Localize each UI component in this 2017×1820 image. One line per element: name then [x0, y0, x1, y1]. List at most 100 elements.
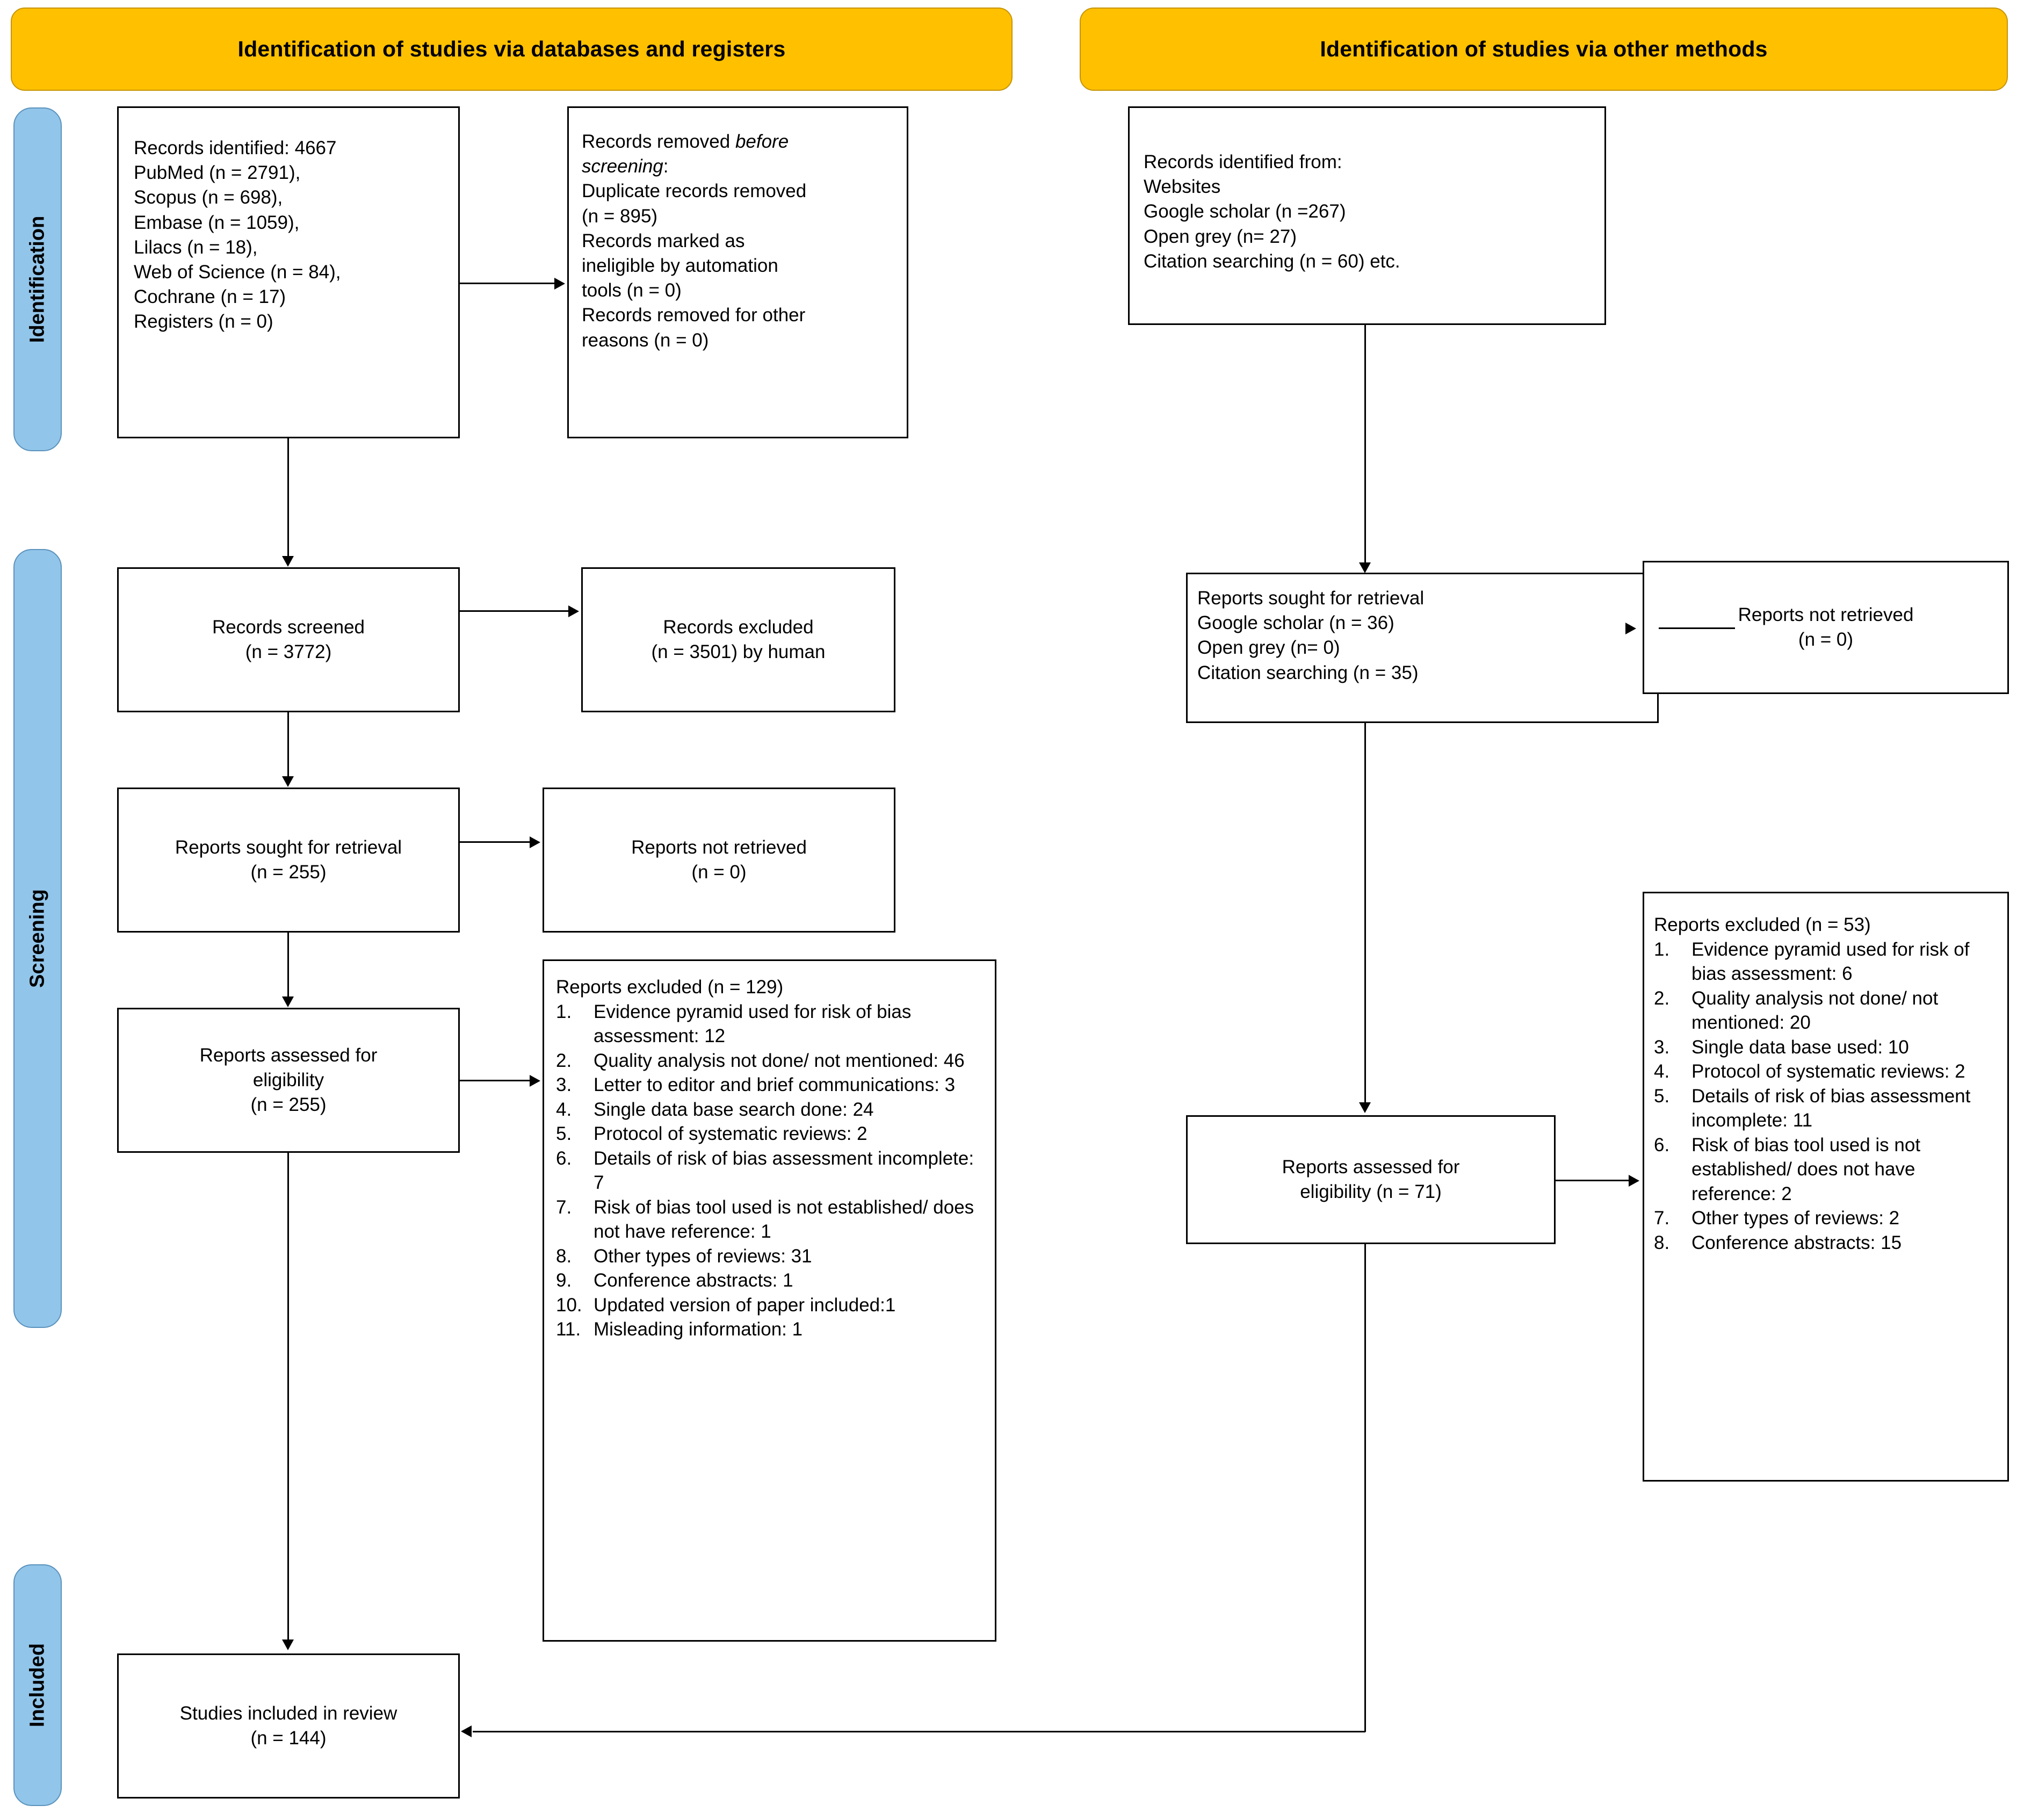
box-reports-excluded-53: Reports excluded (n = 53) 1.Evidence pyr… — [1643, 892, 2009, 1482]
stage-label-identification: Identification — [26, 215, 49, 343]
exclusion-reason-item: 8. Other types of reviews: 31 — [556, 1244, 986, 1269]
box-right-reports-assessed: Reports assessed for eligibility (n = 71… — [1186, 1115, 1556, 1244]
exclusion-reason-text: Risk of bias tool used is not establishe… — [1691, 1134, 1921, 1204]
exclusion-reason-number: 5. — [556, 1123, 572, 1144]
exclusion-reason-item: 6. Details of risk of bias assessment inc… — [556, 1146, 986, 1195]
exclusion-reason-number: 11. — [556, 1319, 581, 1340]
box-reports-not-retrieved: Reports not retrieved (n = 0) — [543, 788, 895, 933]
box-right-reports-sought: Reports sought for retrieval Google scho… — [1186, 573, 1659, 723]
exclusion-reason-item: 4. Protocol of systematic reviews: 2 — [1654, 1059, 2001, 1084]
exclusion-reason-number: 8. — [556, 1245, 572, 1267]
arrowhead-assessed-to-included — [282, 1640, 294, 1650]
exclusion-reason-text: Details of risk of bias assessment incom… — [1691, 1085, 1971, 1131]
reports-excluded-129-list: 1.Evidence pyramid used for risk of bias… — [556, 1000, 986, 1342]
exclusion-reason-number: 2. — [556, 1050, 572, 1071]
exclusion-reason-number: 7. — [556, 1196, 572, 1218]
arrowhead-right-sought-to-assessed — [1359, 1102, 1371, 1113]
reports-sought-text: Reports sought for retrieval (n = 255) — [175, 836, 402, 883]
exclusion-reason-number: 2. — [1654, 987, 1670, 1009]
exclusion-reason-number: 3. — [556, 1074, 572, 1095]
exclusion-reason-number: 6. — [556, 1147, 572, 1169]
exclusion-reason-text: Details of risk of bias assessment incom… — [594, 1147, 974, 1194]
right-reports-assessed-text: Reports assessed for eligibility (n = 71… — [1282, 1156, 1460, 1202]
records-identified-text: Records identified: 4667 PubMed (n = 279… — [134, 138, 341, 333]
connector-right-sought-to-assessed — [1364, 723, 1366, 1106]
exclusion-reason-item: 4. Single data base search done: 24 — [556, 1097, 986, 1122]
connector-right-to-studies-included — [473, 1731, 1365, 1732]
exclusion-reason-text: Quality analysis not done/ not mentioned… — [1691, 987, 1939, 1034]
exclusion-reason-text: Risk of bias tool used is not establishe… — [594, 1196, 974, 1243]
exclusion-reason-number: 4. — [1654, 1061, 1670, 1082]
right-reports-sought-text: Reports sought for retrieval Google scho… — [1197, 588, 1425, 683]
connector-assessed-to-excluded-129 — [460, 1080, 531, 1081]
box-records-removed-before-screening: Records removed before screening: Duplic… — [567, 106, 908, 438]
exclusion-reason-item: 5. Protocol of systematic reviews: 2 — [556, 1122, 986, 1146]
exclusion-reason-item: 7. Risk of bias tool used is not establis… — [556, 1195, 986, 1244]
exclusion-reason-item: 3. Letter to editor and brief communicati… — [556, 1073, 986, 1097]
exclusion-reason-text: Letter to editor and brief communication… — [594, 1074, 956, 1095]
exclusion-reason-number: 5. — [1654, 1085, 1670, 1107]
exclusion-reason-text: Protocol of systematic reviews: 2 — [1691, 1061, 1965, 1082]
connector-identified-to-screened — [287, 438, 289, 559]
banner-databases-registers: Identification of studies via databases … — [11, 8, 1013, 91]
exclusion-reason-number: 4. — [556, 1099, 572, 1120]
exclusion-reason-item: 10.Updated version of paper included:1 — [556, 1293, 986, 1318]
arrowhead-screened-to-excluded — [568, 605, 579, 617]
exclusion-reason-text: Quality analysis not done/ not mentioned… — [594, 1050, 965, 1071]
records-removed-line1-a: Records removed — [582, 131, 735, 152]
exclusion-reason-item: 8.Conference abstracts: 15 — [1654, 1231, 2001, 1255]
records-excluded-text: Records excluded (n = 3501) by human — [651, 616, 826, 662]
exclusion-reason-text: Single data base used: 10 — [1691, 1036, 1909, 1058]
reports-assessed-text: Reports assessed for eligibility (n = 25… — [199, 1044, 378, 1116]
connector-right-sought-to-not-retrieved — [1659, 627, 1735, 629]
records-removed-line1: Records removed before — [582, 129, 789, 154]
banner-other-methods-label: Identification of studies via other meth… — [1320, 37, 1768, 61]
exclusion-reason-text: Misleading information: 1 — [594, 1319, 803, 1340]
exclusion-reason-item: 5. Details of risk of bias assessment inc… — [1654, 1084, 2001, 1133]
box-reports-excluded-129: Reports excluded (n = 129) 1.Evidence py… — [543, 959, 996, 1642]
records-removed-screening-emphasis: screening — [582, 156, 663, 177]
exclusion-reason-item: 3. Single data base used: 10 — [1654, 1035, 2001, 1060]
connector-sought-to-not-retrieved — [460, 841, 531, 843]
exclusion-reason-text: Other types of reviews: 31 — [594, 1245, 812, 1267]
exclusion-reason-item: 9.Conference abstracts: 1 — [556, 1268, 986, 1293]
exclusion-reason-number: 10. — [556, 1294, 582, 1316]
reports-excluded-53-header: Reports excluded (n = 53) — [1654, 914, 1871, 935]
stage-label-included: Included — [26, 1643, 49, 1728]
records-identified-from-text: Records identified from: Websites Google… — [1144, 151, 1400, 272]
arrowhead-identified-to-screened — [282, 556, 294, 567]
banner-other-methods: Identification of studies via other meth… — [1080, 8, 2008, 91]
exclusion-reason-item: 7.Other types of reviews: 2 — [1654, 1206, 2001, 1231]
arrowhead-assessed-to-excluded-129 — [530, 1075, 540, 1087]
arrowhead-right-to-studies-included — [461, 1725, 472, 1737]
connector-right-assessed-to-excluded-53 — [1556, 1180, 1630, 1181]
records-removed-line2-colon: : — [663, 156, 669, 177]
arrowhead-right-assessed-to-excluded-53 — [1629, 1175, 1639, 1187]
exclusion-reason-item: 6.Risk of bias tool used is not establis… — [1654, 1133, 2001, 1207]
connector-right-assessed-down — [1364, 1244, 1366, 1732]
exclusion-reason-number: 3. — [1654, 1036, 1670, 1058]
exclusion-reason-item: 2. Quality analysis not done/ not mention… — [556, 1049, 986, 1073]
box-reports-assessed-for-eligibility: Reports assessed for eligibility (n = 25… — [117, 1008, 460, 1153]
box-reports-sought-for-retrieval: Reports sought for retrieval (n = 255) — [117, 788, 460, 933]
exclusion-reason-text: Protocol of systematic reviews: 2 — [594, 1123, 867, 1144]
arrowhead-right-sought-to-not-retrieved — [1625, 623, 1636, 634]
connector-screened-to-excluded — [460, 610, 569, 612]
records-screened-text: Records screened (n = 3772) — [212, 616, 365, 662]
box-records-identified: Records identified: 4667 PubMed (n = 279… — [117, 106, 460, 438]
exclusion-reason-number: 7. — [1654, 1208, 1670, 1229]
exclusion-reason-item: 1.Evidence pyramid used for risk of bias… — [1654, 937, 2001, 986]
exclusion-reason-item: 1.Evidence pyramid used for risk of bias… — [556, 1000, 986, 1049]
arrowhead-identified-to-removed — [554, 278, 565, 290]
records-removed-before-emphasis: before — [735, 131, 789, 152]
stage-sidebar-included: Included — [13, 1564, 62, 1806]
arrowhead-screened-to-sought — [282, 776, 294, 787]
box-studies-included-in-review: Studies included in review (n = 144) — [117, 1653, 460, 1799]
exclusion-reason-text: Conference abstracts: 1 — [594, 1270, 793, 1291]
arrowhead-right-identified-to-sought — [1359, 562, 1371, 573]
exclusion-reason-text: Single data base search done: 24 — [594, 1099, 874, 1120]
records-removed-rest: Duplicate records removed (n = 895) Reco… — [582, 180, 807, 351]
reports-excluded-53-list: 1.Evidence pyramid used for risk of bias… — [1654, 937, 2001, 1255]
banner-databases-registers-label: Identification of studies via databases … — [237, 37, 786, 61]
